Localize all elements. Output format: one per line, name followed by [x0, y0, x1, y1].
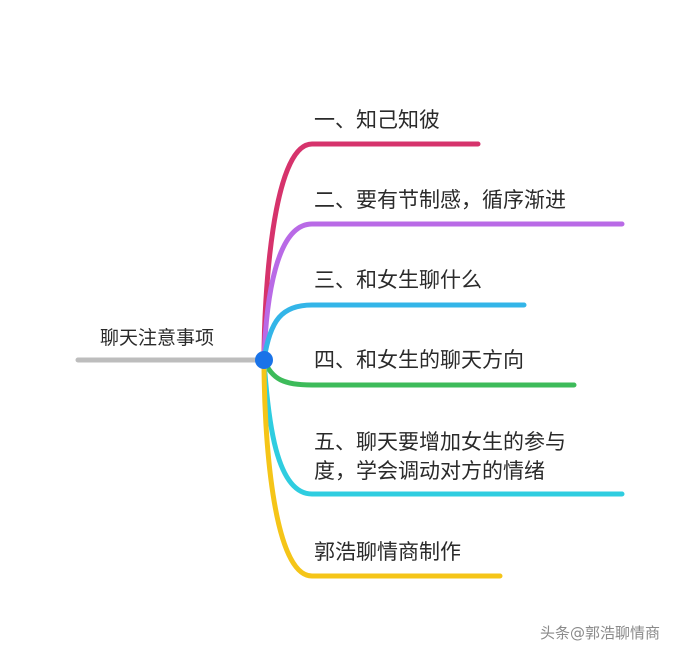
center-node-dot	[255, 351, 273, 369]
watermark-author: @郭浩聊情商	[570, 624, 661, 642]
branch-3-label: 三、和女生聊什么	[314, 268, 482, 292]
branch-line-6	[261, 357, 503, 579]
branch-4-label: 四、和女生的聊天方向	[314, 348, 524, 372]
branch-1-label: 一、知己知彼	[314, 108, 440, 132]
branch-line-1	[261, 141, 481, 363]
branch-2-label: 二、要有节制感，循序渐进	[314, 188, 566, 212]
root-topic: 聊天注意事项	[100, 327, 215, 349]
branch-line-2	[261, 221, 625, 363]
watermark-prefix: 头条	[540, 624, 571, 642]
branch-5-label-line-1: 五、聊天要增加女生的参与	[314, 430, 566, 454]
branch-line-3	[261, 302, 527, 363]
branch-5-label-line-2: 度，学会调动对方的情绪	[314, 459, 545, 483]
branch-6-label: 郭浩聊情商制作	[314, 540, 461, 564]
watermark: 头条@郭浩聊情商	[540, 622, 660, 643]
